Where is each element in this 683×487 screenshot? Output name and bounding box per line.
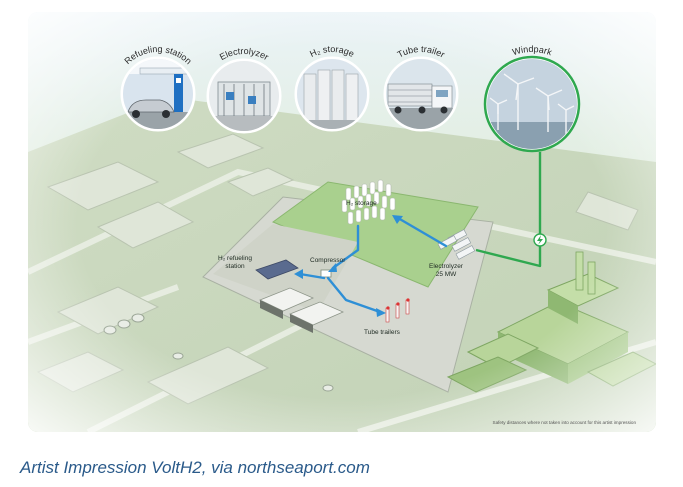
label-compressor: Compressor <box>310 257 346 264</box>
label-electrolyzer-line2: 25 MW <box>436 271 457 278</box>
artist-impression-image: Refueling station El <box>28 12 656 432</box>
label-h2-storage: H₂ storage <box>346 200 377 207</box>
label-refueling-line1: H₂ refueling <box>218 255 252 262</box>
label-tube-trailers: Tube trailers <box>364 329 401 336</box>
label-electrolyzer-line1: Electrolyzer <box>429 263 464 270</box>
photo-refueling-station: Refueling station <box>120 44 196 132</box>
photo-windpark: Windpark <box>483 44 581 153</box>
photo-tube-trailer: Tube trailer <box>383 44 459 132</box>
photo-label-electrolyzer: Electrolyzer <box>218 46 270 62</box>
footnote: Safety distances where not taken into ac… <box>493 420 637 425</box>
photo-label-windpark: Windpark <box>511 44 553 57</box>
photo-electrolyzer: Electrolyzer <box>206 46 282 134</box>
photo-label-storage: H₂ storage <box>308 44 356 59</box>
label-refueling-line2: station <box>225 263 245 270</box>
image-caption: Artist Impression VoltH2, via northseapo… <box>20 458 370 477</box>
photo-label-trailer: Tube trailer <box>396 44 447 60</box>
photo-h2-storage: H₂ storage <box>294 44 370 132</box>
